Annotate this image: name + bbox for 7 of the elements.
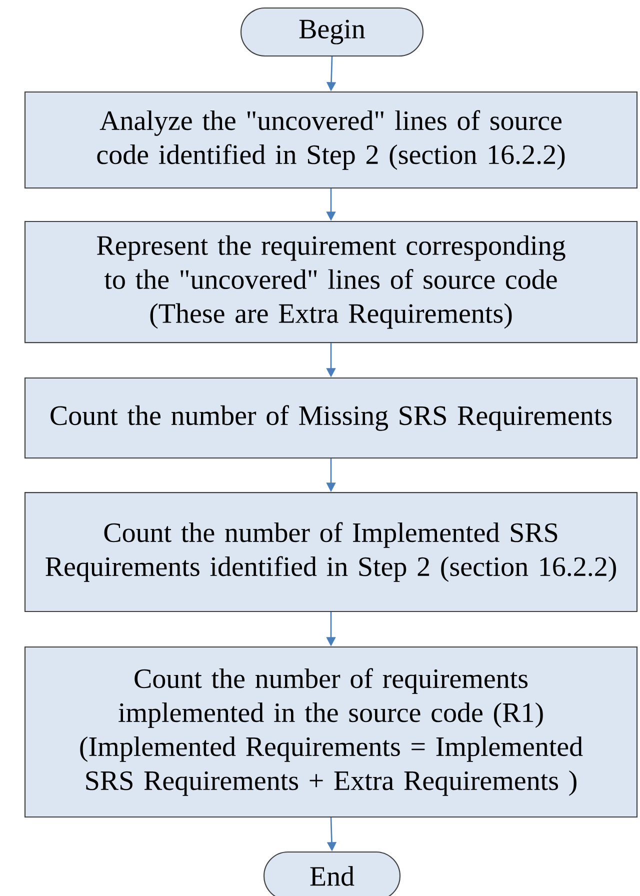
process-box: Represent the requirement corresponding to the "uncovered" lines of source code (These are Extra Requirements) (24, 220, 638, 344)
process-box: Count the number of Implemented SRS Requirements identified in Step 2 (section 16.2.2) (24, 492, 638, 612)
terminal-pill: End (263, 851, 401, 896)
terminal-pill: Begin (240, 7, 424, 57)
process-box: Count the number of Missing SRS Requirements (24, 377, 638, 459)
process-box: Analyze the "uncovered" lines of source code identified in Step 2 (section 16.2.2) (24, 91, 638, 189)
process-box: Count the number of requirements implemented in the source code (R1) (Implemented Requirements = Implemented SRS Requirements + Extra Requirements ) (24, 646, 638, 818)
